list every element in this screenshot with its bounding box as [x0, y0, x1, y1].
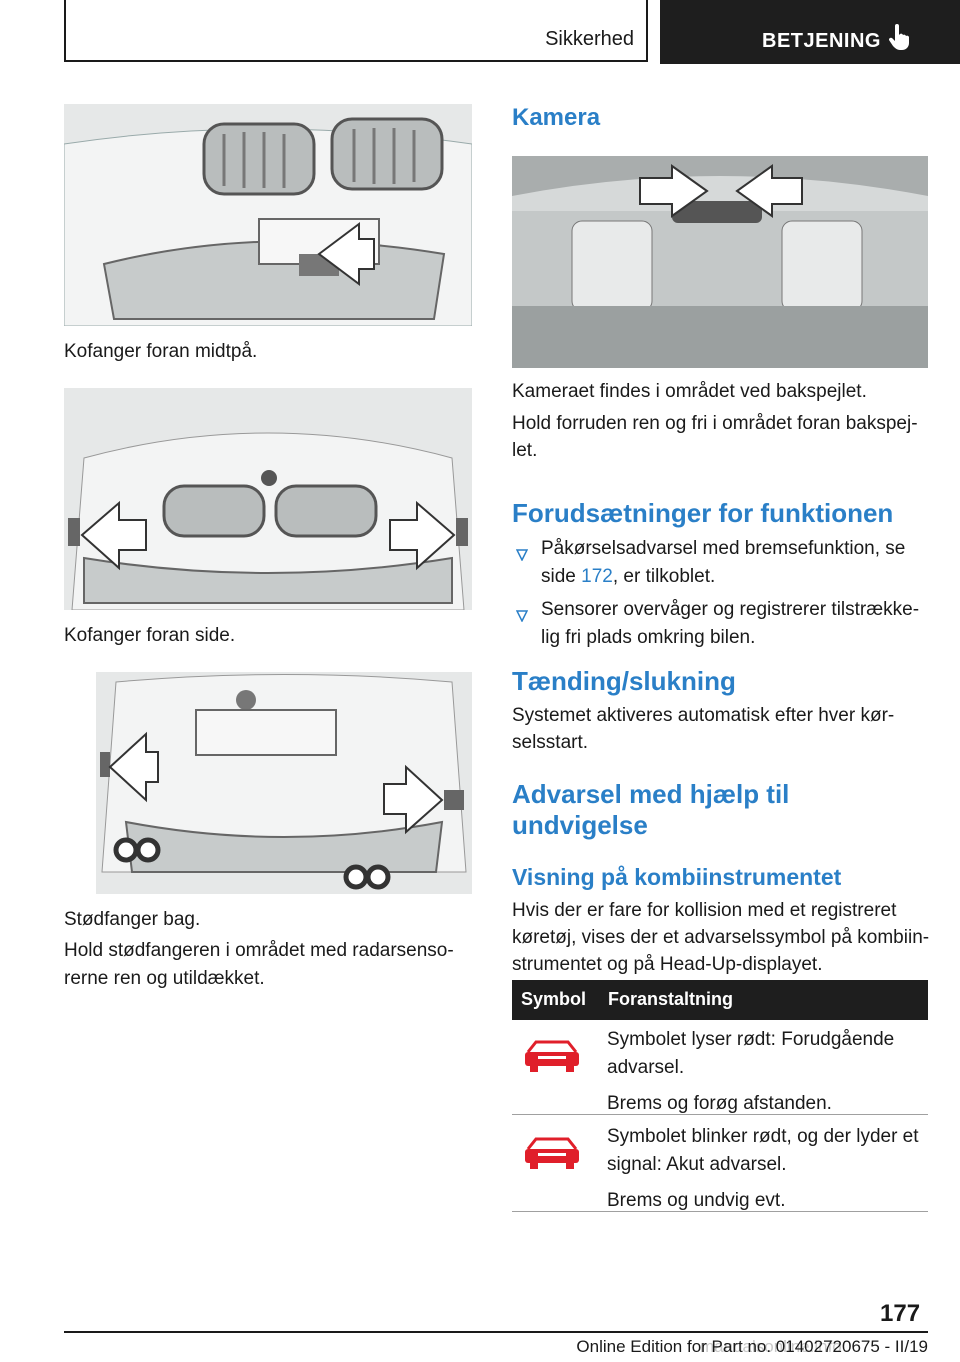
onoff-text-1: Systemet aktiveres automatisk efter hver… [512, 705, 895, 726]
page-link-172[interactable]: 172 [581, 566, 613, 587]
camera-location-figure [512, 156, 928, 368]
table-row: Symbolet lyser rødt: Forudgående advarsel… [512, 1020, 928, 1115]
row-1-line-1: Symbolet lyser rødt: Forudgående [607, 1029, 895, 1050]
bullet-1-line-1: Påkørselsadvarsel med bremsefunktion, se [541, 538, 906, 559]
onoff-heading: Tænding/slukning [512, 666, 736, 696]
warning-heading-line-1: Advarsel med hjælp til [512, 779, 790, 809]
onoff-text-2: selsstart. [512, 732, 589, 753]
row-1-action: Brems og forøg afstanden. [607, 1093, 832, 1114]
rear-bumper-figure [96, 672, 472, 894]
camera-text-2a: Hold forruden ren og fri i området foran… [512, 413, 918, 434]
bullet-2-line-1: Sensorer overvåger og registrerer tilstr… [541, 599, 920, 620]
display-text-1: Hvis der er fare for kollision med et re… [512, 900, 897, 921]
bullet-1-line-2-pre: side [541, 566, 582, 587]
front-bumper-center-figure [64, 104, 472, 326]
display-text-2: køretøj, vises der et advarselssymbol på… [512, 927, 930, 948]
col-action-header: Foranstaltning [608, 989, 733, 1009]
table-header: Symbol Foranstaltning [512, 980, 928, 1020]
camera-text-2b: let. [512, 440, 538, 461]
table-row: Symbolet blinker rødt, og der lyder et si… [512, 1115, 928, 1212]
row-2-text: Symbolet blinker rødt, og der lyder et si… [607, 1123, 927, 1179]
section-title: Sikkerhed [545, 28, 634, 50]
caption-rear: Stødfanger bag. [64, 909, 201, 930]
car-warning-icon [522, 1038, 582, 1081]
row-1-line-2: advarsel. [607, 1057, 685, 1078]
front-bumper-side-figure [64, 388, 472, 610]
bullet-1-line-2-post: , er tilkoblet. [612, 566, 716, 587]
bullet-triangle-icon [515, 542, 529, 570]
bullet-2-line-2: lig fri plads omkring bilen. [541, 627, 756, 648]
row-2-line-1: Symbolet blinker rødt, og der lyder et [607, 1126, 919, 1147]
rear-note-line-2: rerne ren og utildækket. [64, 968, 265, 989]
edition-text: Online Edition for Part no. 01402720675 … [576, 1337, 928, 1356]
hand-pointer-icon [888, 24, 910, 55]
header-section-box: Sikkerhed [64, 0, 648, 62]
requirements-heading: Forudsætninger for funktionen [512, 498, 894, 528]
camera-heading: Kamera [512, 104, 601, 131]
camera-text-1: Kameraet findes i området ved bakspejlet… [512, 381, 867, 402]
bullet-triangle-icon [515, 603, 529, 631]
warning-heading-line-2: undvigelse [512, 810, 648, 840]
display-heading: Visning på kombiinstrumentet [512, 864, 842, 890]
header-chapter-box: BETJENING [660, 0, 960, 64]
row-2-action: Brems og undvig evt. [607, 1190, 786, 1211]
caption-front-side: Kofanger foran side. [64, 625, 236, 646]
row-2-line-2: signal: Akut advarsel. [607, 1154, 787, 1175]
rear-note-line-1: Hold stødfangeren i området med radarsen… [64, 940, 454, 961]
row-1-text: Symbolet lyser rødt: Forudgående advarsel… [607, 1026, 927, 1082]
car-warning-icon [522, 1135, 582, 1178]
watermark: manualsonline.info [700, 1337, 842, 1356]
page-number: 177 [880, 1300, 921, 1327]
caption-front-center: Kofanger foran midtpå. [64, 341, 258, 362]
col-symbol-header: Symbol [521, 989, 587, 1009]
chapter-title: BETJENING [762, 30, 881, 52]
display-text-3: strumentet og på Head-Up-displayet. [512, 954, 823, 975]
footer-divider [64, 1331, 928, 1333]
